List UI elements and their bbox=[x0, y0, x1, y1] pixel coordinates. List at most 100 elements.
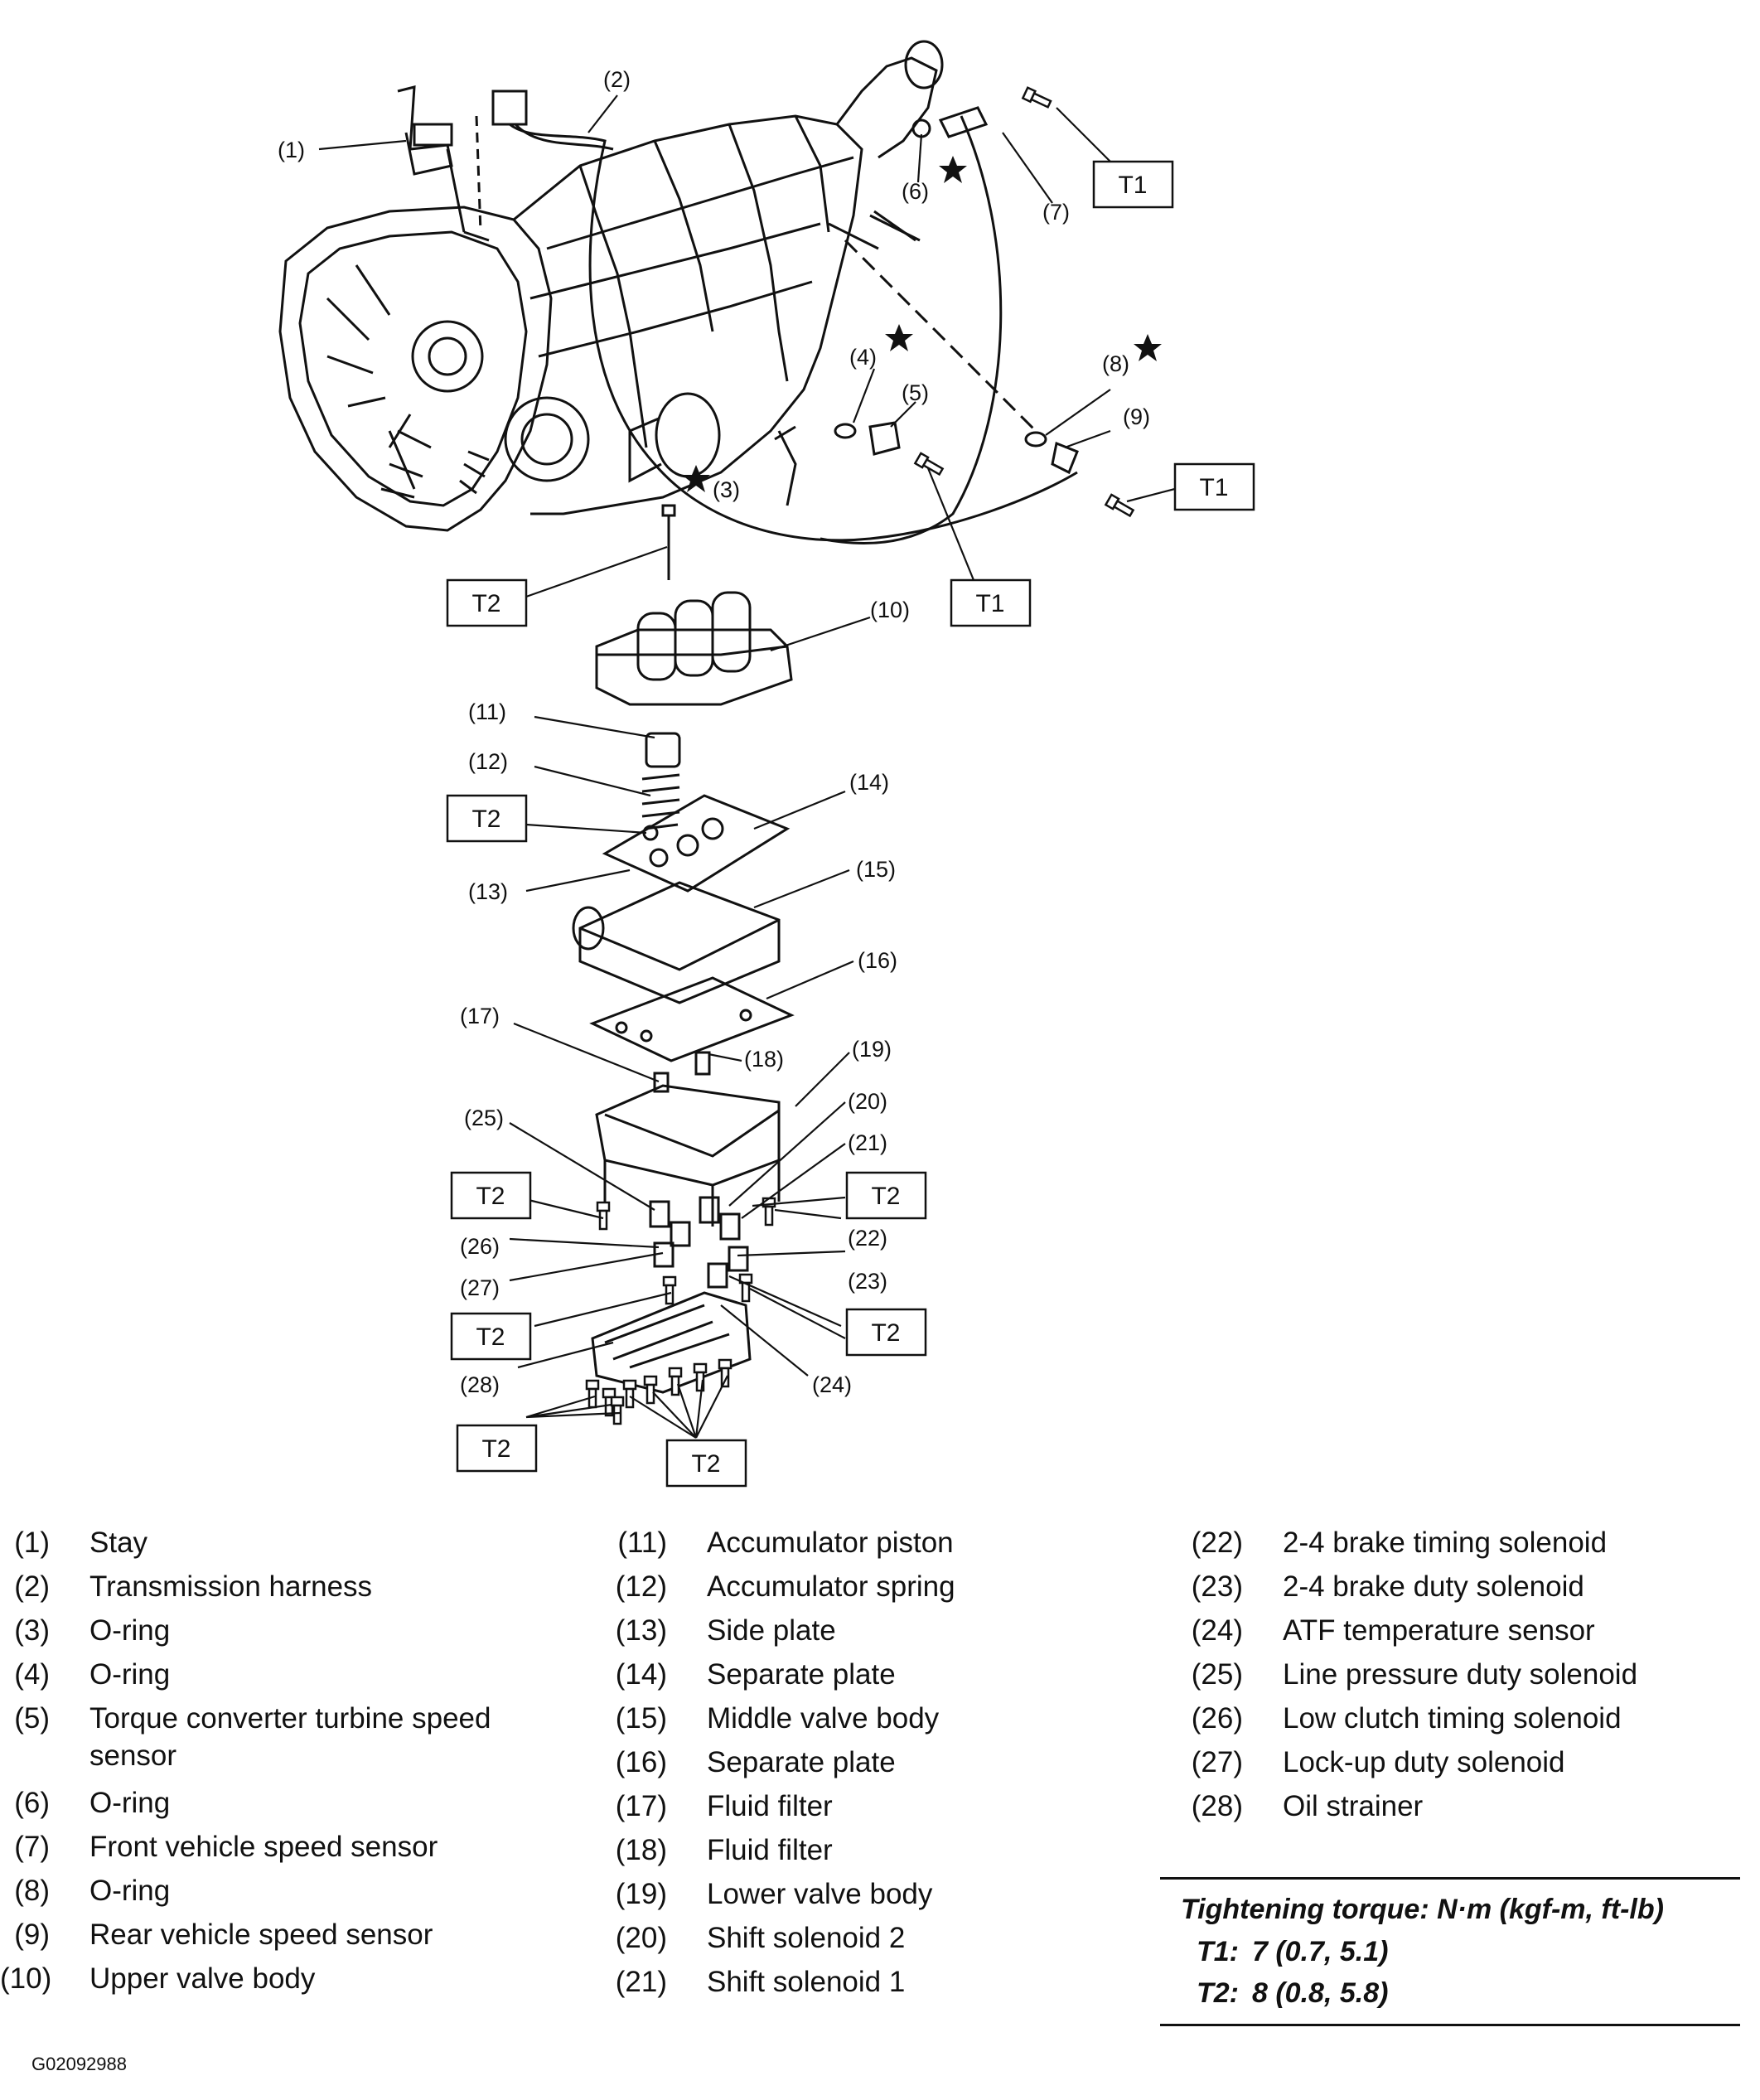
legend-item: (17) Fluid filter bbox=[580, 1784, 1152, 1828]
legend-item: (25)Line pressure duty solenoid bbox=[1156, 1652, 1753, 1696]
legend-number: (16) bbox=[615, 1746, 667, 1778]
legend-item: (7) Front vehicle speed sensor bbox=[0, 1825, 572, 1869]
transmission-harness bbox=[491, 90, 1078, 545]
legend-number: (3) bbox=[14, 1614, 50, 1647]
callout-25: (25) bbox=[464, 1106, 504, 1130]
legend-number: (22) bbox=[1191, 1527, 1243, 1559]
legend-text: Stay bbox=[89, 1527, 148, 1559]
callout-4: (4) bbox=[849, 345, 877, 370]
callout-10: (10) bbox=[870, 598, 910, 622]
legend-text: O-ring bbox=[89, 1787, 171, 1819]
legend-number: (27) bbox=[1191, 1746, 1243, 1778]
legend-item: (8)O-ring bbox=[0, 1869, 572, 1913]
callout-13: (13) bbox=[468, 879, 508, 904]
parts-legend-column-2: (11) Accumulator piston (12)Accumulator s… bbox=[580, 1521, 1152, 2004]
legend-text: Oil strainer bbox=[1283, 1790, 1424, 1822]
torque-row-label: T2: bbox=[1197, 1977, 1239, 2009]
legend-item: (28) Oil strainer bbox=[1156, 1784, 1753, 1828]
legend-item: (1) Stay bbox=[0, 1521, 572, 1565]
legend-item: (5)Torque converter turbine speed sensor bbox=[0, 1700, 572, 1774]
legend-text: Fluid filter bbox=[707, 1834, 833, 1866]
legend-text: O-ring bbox=[89, 1658, 171, 1691]
legend-item: (6) O-ring bbox=[0, 1781, 572, 1825]
legend-text: Accumulator piston bbox=[707, 1527, 954, 1559]
torque-label-t2: T2 bbox=[471, 590, 500, 617]
legend-text: Front vehicle speed sensor bbox=[89, 1831, 438, 1863]
exploded-view-diagram: (1) (2) (6) (7) (4) (5) (8) (9) (3) (10)… bbox=[278, 40, 1255, 1488]
torque-label-t2: T2 bbox=[871, 1183, 900, 1210]
callout-18: (18) bbox=[744, 1047, 784, 1072]
legend-number: (17) bbox=[615, 1790, 667, 1822]
legend-item: (13) Side plate bbox=[580, 1609, 1152, 1652]
legend-number: (1) bbox=[14, 1527, 50, 1559]
sensors-group bbox=[774, 86, 1136, 520]
torque-row: T1:7 (0.7, 5.1) bbox=[1160, 1931, 1740, 1972]
legend-item: (12)Accumulator spring bbox=[580, 1565, 1152, 1609]
legend-number: (2) bbox=[14, 1570, 50, 1603]
legend-text: 2-4 brake duty solenoid bbox=[1283, 1570, 1584, 1603]
legend-number: (15) bbox=[615, 1702, 667, 1735]
callout-21: (21) bbox=[848, 1130, 887, 1155]
torque-label-t2: T2 bbox=[691, 1450, 720, 1478]
figure-code: G02092988 bbox=[31, 2054, 127, 2074]
callout-27: (27) bbox=[460, 1275, 500, 1300]
legend-text: 2-4 brake timing solenoid bbox=[1283, 1527, 1608, 1559]
legend-number: (11) bbox=[617, 1527, 667, 1559]
leader-lines bbox=[318, 94, 1192, 1439]
legend-number: (18) bbox=[615, 1834, 667, 1866]
torque-label-t1: T1 bbox=[1118, 172, 1147, 199]
legend-text: Fluid filter bbox=[707, 1790, 833, 1822]
callout-19: (19) bbox=[852, 1037, 892, 1062]
torque-row-value: 8 (0.8, 5.8) bbox=[1252, 1977, 1389, 2009]
legend-text: Transmission harness bbox=[89, 1570, 373, 1603]
legend-number: (19) bbox=[615, 1878, 667, 1910]
legend-text: Line pressure duty solenoid bbox=[1283, 1658, 1638, 1691]
legend-number: (23) bbox=[1191, 1570, 1243, 1603]
callout-16: (16) bbox=[858, 948, 897, 973]
torque-label-t2: T2 bbox=[871, 1319, 900, 1347]
callout-11: (11) bbox=[468, 699, 506, 724]
callout-17: (17) bbox=[460, 1004, 500, 1028]
legend-item: (23) 2-4 brake duty solenoid bbox=[1156, 1565, 1753, 1609]
callout-6: (6) bbox=[902, 179, 929, 204]
parts-legend-column-3: (22) 2-4 brake timing solenoid (23) 2-4 br… bbox=[1156, 1521, 1753, 1828]
legend-item: (19) Lower valve body bbox=[580, 1872, 1152, 1916]
legend-text: Side plate bbox=[707, 1614, 836, 1647]
legend-number: (6) bbox=[14, 1787, 50, 1819]
legend-item: (3)O-ring bbox=[0, 1609, 572, 1652]
legend-text: Separate plate bbox=[707, 1658, 896, 1691]
legend-item: (22) 2-4 brake timing solenoid bbox=[1156, 1521, 1753, 1565]
legend-number: (5) bbox=[14, 1702, 50, 1735]
legend-item: (15) Middle valve body bbox=[580, 1696, 1152, 1740]
stay-part bbox=[397, 85, 490, 242]
callout-9: (9) bbox=[1123, 404, 1150, 429]
legend-text: Middle valve body bbox=[707, 1702, 940, 1735]
legend-number: (28) bbox=[1191, 1790, 1243, 1822]
legend-number: (20) bbox=[615, 1922, 667, 1954]
legend-item: (9)Rear vehicle speed sensor bbox=[0, 1913, 572, 1957]
parts-legend-column-1: (1)Stay (2)Transmission harness (3)O-rin… bbox=[0, 1521, 572, 2001]
callout-24: (24) bbox=[812, 1372, 852, 1397]
callout-15: (15) bbox=[856, 857, 896, 882]
callout-labels: (1) (2) (6) (7) (4) (5) (8) (9) (3) (10)… bbox=[278, 67, 1150, 1397]
legend-number: (7) bbox=[14, 1831, 50, 1863]
callout-3: (3) bbox=[713, 477, 740, 502]
torque-label-t1: T1 bbox=[975, 590, 1004, 617]
callout-23: (23) bbox=[848, 1269, 887, 1294]
legend-text: Lower valve body bbox=[707, 1878, 933, 1910]
callout-20: (20) bbox=[848, 1089, 887, 1114]
torque-row-label: T1: bbox=[1197, 1936, 1239, 1967]
legend-number: (13) bbox=[615, 1614, 667, 1647]
callout-28: (28) bbox=[460, 1372, 500, 1397]
torque-row: T2: 8 (0.8, 5.8) bbox=[1160, 1972, 1740, 2014]
legend-item: (14)Separate plate bbox=[580, 1652, 1152, 1696]
legend-text: Lock-up duty solenoid bbox=[1283, 1746, 1565, 1778]
legend-number: (10) bbox=[0, 1962, 52, 1995]
valve-body-stack bbox=[572, 504, 795, 1425]
torque-label-t1: T1 bbox=[1199, 474, 1228, 501]
callout-8: (8) bbox=[1102, 351, 1129, 376]
legend-number: (9) bbox=[14, 1919, 50, 1951]
legend-number: (21) bbox=[615, 1966, 667, 1998]
legend-number: (8) bbox=[14, 1875, 50, 1907]
legend-item: (10)Upper valve body bbox=[0, 1957, 572, 2001]
